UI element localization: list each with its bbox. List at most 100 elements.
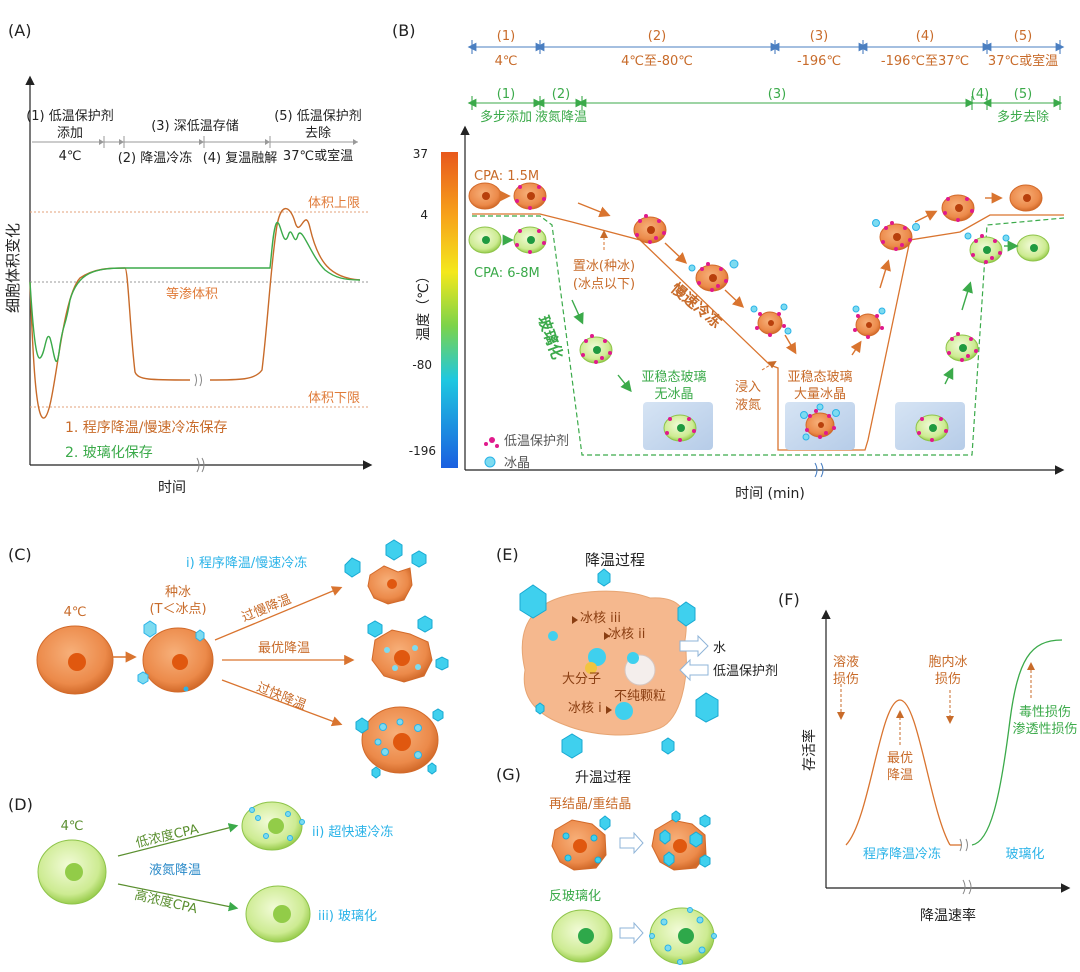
a-stage5c: 37℃或室温	[283, 148, 353, 164]
top-stage-num: (4)	[916, 29, 934, 44]
green-stage-num: (1)	[497, 87, 515, 102]
d-low-cpa: 低浓度CPA	[134, 821, 200, 851]
water-out-arrow	[679, 634, 709, 658]
vitrification-curve	[29, 221, 361, 363]
temperature-stage-row: (1)4℃(2)4℃至-80℃(3)-196℃(4)-196℃至37℃(5)37…	[495, 29, 1059, 69]
f-sol-1: 溶液	[833, 655, 859, 670]
top-stage-temp: -196℃	[797, 54, 841, 69]
orange-cell	[750, 303, 792, 337]
green-cell	[663, 414, 697, 442]
green-stage-text: 多步去除	[997, 109, 1049, 125]
glass-no-ice-1: 亚稳态玻璃	[641, 369, 706, 385]
g-recrystal: 再结晶/重结晶	[549, 796, 631, 812]
c-temp: 4℃	[64, 605, 87, 620]
e-cell	[521, 590, 687, 736]
cpa-low-label: CPA: 1.5M	[474, 169, 539, 184]
c-method: i) 程序降温/慢速冷冻	[186, 555, 307, 571]
legend-ice: 冰晶	[504, 456, 530, 471]
lower-limit-label: 体积下限	[308, 391, 360, 406]
panel-g-label: (G)	[496, 765, 521, 784]
a-stage5: (5) 低温保护剂	[274, 109, 362, 124]
panel-c-label: (C)	[8, 545, 32, 564]
e-nucleus2: 冰核 ii	[608, 627, 645, 642]
panel-d: (D) 4℃ 低浓度CPA 液氮降温 高浓度CPA ii) 超快速冷冻 iii)…	[8, 795, 393, 943]
f-ice-2: 损伤	[935, 672, 961, 687]
a-stage5b: 去除	[305, 126, 331, 141]
cpa-in-arrow	[679, 658, 709, 682]
a-stage1b: 添加	[57, 126, 83, 141]
panel-f-label: (F)	[778, 590, 800, 609]
tick-37: 37	[413, 147, 428, 161]
top-stage-num: (1)	[497, 29, 515, 44]
panel-b-y-label: 温度（℃）	[416, 269, 432, 341]
vitrification-stage-row: (1)多步添加(2)液氮降温(3)(4)(5)多步去除	[480, 87, 1049, 125]
green-cell	[915, 414, 949, 442]
slow-freeze-curve	[29, 207, 361, 419]
nucleus	[68, 653, 86, 671]
green-stage-num: (2)	[552, 87, 570, 102]
arrow-right	[619, 831, 644, 855]
panel-b-x-label: 时间 (min)	[735, 486, 805, 502]
top-stage-temp: 4℃至-80℃	[621, 54, 693, 69]
e-macro-label: 大分子	[562, 672, 601, 687]
panel-a-x-label: 时间	[158, 480, 186, 496]
panel-e: (E) 降温过程 冰核 iii 冰核 ii 大分子 不纯颗粒 冰核 i 水 低温…	[496, 545, 778, 759]
panel-a-label: (A)	[8, 21, 31, 40]
e-impurity-label: 不纯颗粒	[614, 689, 666, 704]
green-cell	[964, 232, 1010, 264]
tick-80: -80	[412, 358, 432, 372]
d-vitrification: iii) 玻璃化	[318, 909, 377, 924]
c-seed-1: 种冰	[165, 585, 191, 600]
f-osmotic: 渗透性损伤	[1012, 722, 1077, 737]
green-stage-text: 液氮降温	[535, 110, 587, 125]
e-macromolecule	[585, 662, 597, 674]
slow-freeze-temp-path	[472, 213, 1064, 451]
legend-vitrify: 2. 玻璃化保存	[65, 444, 153, 461]
e-title: 降温过程	[585, 551, 645, 569]
panel-a-y-label: 细胞体积变化	[4, 223, 22, 313]
seeding-label-1: 置冰(种冰)	[573, 259, 635, 274]
top-stage-num: (2)	[648, 29, 666, 44]
e-nucleus1: 冰核 i	[568, 701, 602, 716]
ice-crystal	[143, 620, 157, 638]
orange-cell	[688, 259, 739, 292]
c-too-slow: 过慢降温	[239, 591, 293, 625]
top-stage-num: (5)	[1014, 29, 1032, 44]
temperature-colorbar	[441, 152, 458, 468]
immerse-1: 浸入	[735, 380, 761, 395]
green-stage-num: (3)	[768, 87, 786, 102]
vitrification-temp-path	[472, 215, 1065, 456]
green-cell	[1016, 234, 1050, 262]
panel-c: (C) 4℃ 种冰 (T＜冰点) i) 程序降温/慢速冷冻 过慢降温 最优降温 …	[8, 539, 449, 779]
f-vitrify-label: 玻璃化	[1005, 847, 1044, 862]
panel-d-label: (D)	[8, 795, 33, 814]
d-ultra-fast: ii) 超快速冷冻	[312, 824, 393, 840]
immerse-2: 液氮	[735, 398, 761, 413]
tick-196: -196	[409, 444, 436, 458]
f-sol-2: 损伤	[833, 672, 859, 687]
d-ln2: 液氮降温	[149, 863, 201, 878]
panel-b: (B) (1)4℃(2)4℃至-80℃(3)-196℃(4)-196℃至37℃(…	[392, 21, 1065, 502]
c-too-fast: 过快降温	[254, 680, 308, 713]
f-x-label: 降温速率	[920, 907, 976, 924]
orange-cell	[1009, 184, 1043, 212]
e-cpa: 低温保护剂	[713, 664, 778, 679]
green-stage-text: 多步添加	[480, 109, 532, 125]
orange-cell	[468, 182, 502, 210]
e-water: 水	[713, 641, 726, 656]
green-stage-num: (5)	[1014, 87, 1032, 102]
axis-break	[196, 457, 205, 473]
panel-g: (G) 升温过程 再结晶/重结晶 反玻璃化	[496, 765, 717, 965]
glass-ice-2: 大量冰晶	[794, 387, 846, 402]
panel-b-label: (B)	[392, 21, 415, 40]
a-stage2: (2) 降温冷冻	[118, 150, 193, 166]
cpa-high-label: CPA: 6-8M	[474, 266, 540, 281]
green-cell	[513, 226, 547, 254]
a-stage1: (1) 低温保护剂	[26, 109, 114, 124]
green-cell	[945, 332, 979, 362]
slow-freeze-survival-curve	[845, 699, 951, 846]
c-optimal: 最优降温	[258, 641, 310, 656]
seeding-label-2: (冰点以下)	[573, 277, 635, 292]
cpa-legend-dot	[489, 437, 495, 443]
f-toxic: 毒性损伤	[1019, 705, 1071, 720]
